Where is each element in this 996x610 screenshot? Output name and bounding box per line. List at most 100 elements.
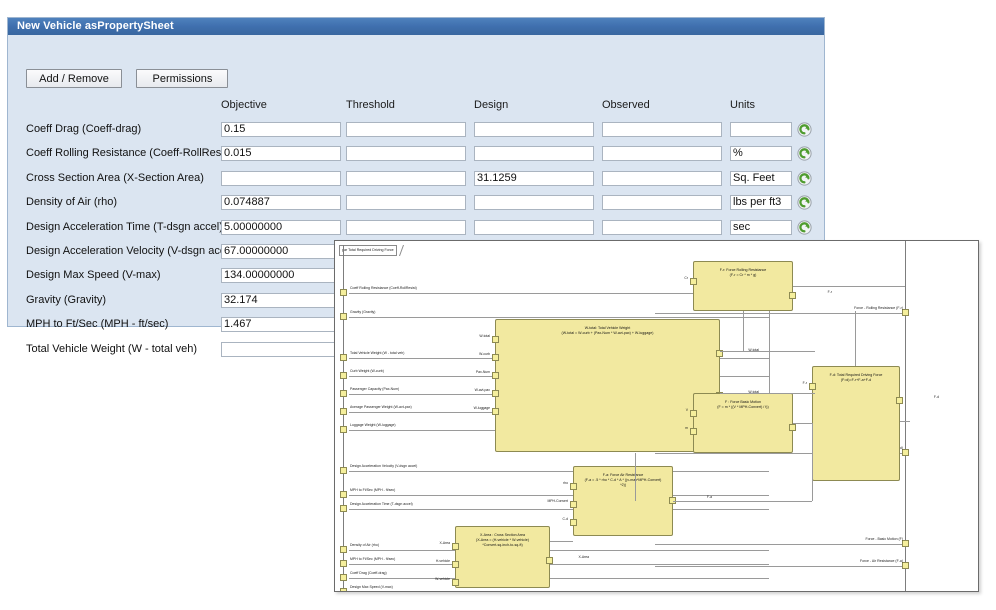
observed-input[interactable] — [602, 122, 722, 137]
input-port[interactable] — [340, 491, 347, 498]
input-port[interactable] — [340, 408, 347, 415]
threshold-input[interactable] — [346, 170, 466, 186]
block-input-pin[interactable] — [492, 408, 499, 415]
design-input[interactable] — [474, 219, 594, 235]
connector-wire — [900, 421, 910, 422]
design-input[interactable]: 31.1259 — [474, 170, 594, 186]
objective-input[interactable] — [221, 341, 341, 357]
threshold-input[interactable] — [346, 219, 466, 235]
input-port[interactable] — [340, 467, 347, 474]
block-input-pin[interactable] — [452, 561, 459, 568]
units-input[interactable]: % — [730, 146, 792, 162]
block-title: F-a: Force Air Resistance — [602, 473, 644, 477]
design-input[interactable] — [474, 146, 594, 162]
block-input-pin[interactable] — [492, 390, 499, 397]
block-input-pin[interactable] — [492, 336, 499, 343]
input-port[interactable] — [340, 372, 347, 379]
objective-input[interactable]: 32.174 — [221, 292, 341, 308]
add-remove-button[interactable]: Add / Remove — [26, 69, 122, 88]
block-input-pin[interactable] — [690, 278, 697, 285]
total-required-driving-force-block[interactable]: F-d: Total Required Driving Force(F=d)=F… — [803, 366, 939, 481]
threshold-input[interactable] — [346, 146, 466, 162]
refresh-circular-arrow-icon[interactable] — [797, 219, 812, 235]
observed-input[interactable] — [602, 219, 722, 235]
output-port[interactable] — [902, 540, 909, 547]
block-input-pin[interactable] — [492, 372, 499, 379]
observed-input[interactable] — [602, 195, 722, 211]
input-port[interactable] — [340, 546, 347, 553]
output-port[interactable] — [902, 309, 909, 316]
block-output-pin[interactable] — [789, 424, 796, 431]
block-output-pin[interactable] — [896, 397, 903, 404]
permissions-button[interactable]: Permissions — [136, 69, 229, 88]
output-port[interactable] — [902, 449, 909, 456]
force-rolling-resistance-block[interactable]: F-r: Force Rolling Resistance(F-r = Cr *… — [684, 261, 832, 311]
objective-input[interactable]: 134.00000000 — [221, 268, 341, 284]
block-input-pin[interactable] — [690, 428, 697, 435]
row-label: Density of Air (rho) — [26, 196, 118, 209]
objective-input[interactable] — [221, 170, 341, 186]
block-output-pin[interactable] — [789, 292, 796, 299]
objective-input[interactable]: 0.015 — [221, 146, 341, 162]
units-input[interactable]: lbs per ft3 — [730, 195, 792, 211]
input-wire — [349, 563, 769, 565]
block-input-pin[interactable] — [452, 579, 459, 586]
threshold-input[interactable] — [346, 122, 466, 137]
objective-input[interactable]: 67.00000000 — [221, 244, 341, 259]
block-input-pin-label: Pax-Num — [475, 370, 490, 374]
input-port-label: Gravity (Gravity) — [350, 310, 376, 314]
units-input[interactable]: sec — [730, 219, 792, 235]
block-input-pin[interactable] — [570, 501, 577, 508]
input-port[interactable] — [340, 390, 347, 397]
block-input-pin-label: C-d — [562, 517, 568, 521]
output-wire — [655, 452, 902, 454]
input-port[interactable] — [340, 560, 347, 567]
force-basic-motion-block[interactable]: F : Force Basic Motion(F = m * ((V * MPH… — [685, 393, 832, 453]
objective-input[interactable]: 0.074887 — [221, 195, 341, 211]
block-output-pin[interactable] — [716, 350, 723, 357]
cross-section-area-block[interactable]: X-Area : Cross Section Area(X-Area = (H-… — [435, 526, 589, 588]
block-input-pin[interactable] — [570, 483, 577, 490]
refresh-circular-arrow-icon[interactable] — [797, 122, 812, 137]
objective-input[interactable]: 5.00000000 — [221, 219, 341, 235]
threshold-input[interactable] — [346, 195, 466, 211]
connector-wire — [793, 423, 813, 424]
block-input-pin-label: W-curb — [479, 352, 490, 356]
block-input-pin-label: rho — [563, 481, 568, 485]
refresh-circular-arrow-icon[interactable] — [797, 171, 812, 186]
refresh-circular-arrow-icon[interactable] — [797, 195, 812, 210]
column-header-design: Design — [474, 99, 509, 111]
block-output-pin[interactable] — [546, 557, 553, 564]
refresh-circular-arrow-icon[interactable] — [797, 146, 812, 161]
observed-input[interactable] — [602, 170, 722, 186]
input-port[interactable] — [340, 426, 347, 433]
objective-input[interactable]: 0.15 — [221, 122, 341, 137]
objective-input[interactable]: 1.467 — [221, 317, 341, 333]
units-input[interactable]: Sq. Feet — [730, 170, 792, 186]
units-input[interactable] — [730, 122, 792, 137]
diagram-canvas[interactable]: par Total Required Driving Force Coeff R… — [335, 241, 978, 591]
window-title-bar[interactable]: New Vehicle asPropertySheet — [8, 18, 824, 35]
input-port[interactable] — [340, 574, 347, 581]
input-port[interactable] — [340, 313, 347, 320]
block-input-pin[interactable] — [452, 543, 459, 550]
block-input-pin[interactable] — [809, 383, 816, 390]
input-port[interactable] — [340, 588, 347, 591]
block-input-pin[interactable] — [690, 410, 697, 417]
block-output-pin[interactable] — [669, 497, 676, 504]
output-wire — [655, 543, 902, 545]
input-port[interactable] — [340, 289, 347, 296]
design-input[interactable] — [474, 195, 594, 211]
input-port-label: Density of Air (rho) — [350, 543, 379, 547]
w-total-block[interactable]: W-total: Total Vehicle Weight(W-total = … — [474, 319, 759, 452]
input-port[interactable] — [340, 354, 347, 361]
output-port[interactable] — [902, 562, 909, 569]
row-label: Cross Section Area (X-Section Area) — [26, 171, 204, 184]
design-input[interactable] — [474, 122, 594, 137]
force-air-resistance-block[interactable]: F-a: Force Air Resistance(F-a = .5 * rho… — [547, 466, 712, 536]
input-port[interactable] — [340, 505, 347, 512]
block-input-pin[interactable] — [570, 519, 577, 526]
observed-input[interactable] — [602, 146, 722, 162]
block-input-pin[interactable] — [492, 354, 499, 361]
input-wire — [349, 508, 769, 510]
